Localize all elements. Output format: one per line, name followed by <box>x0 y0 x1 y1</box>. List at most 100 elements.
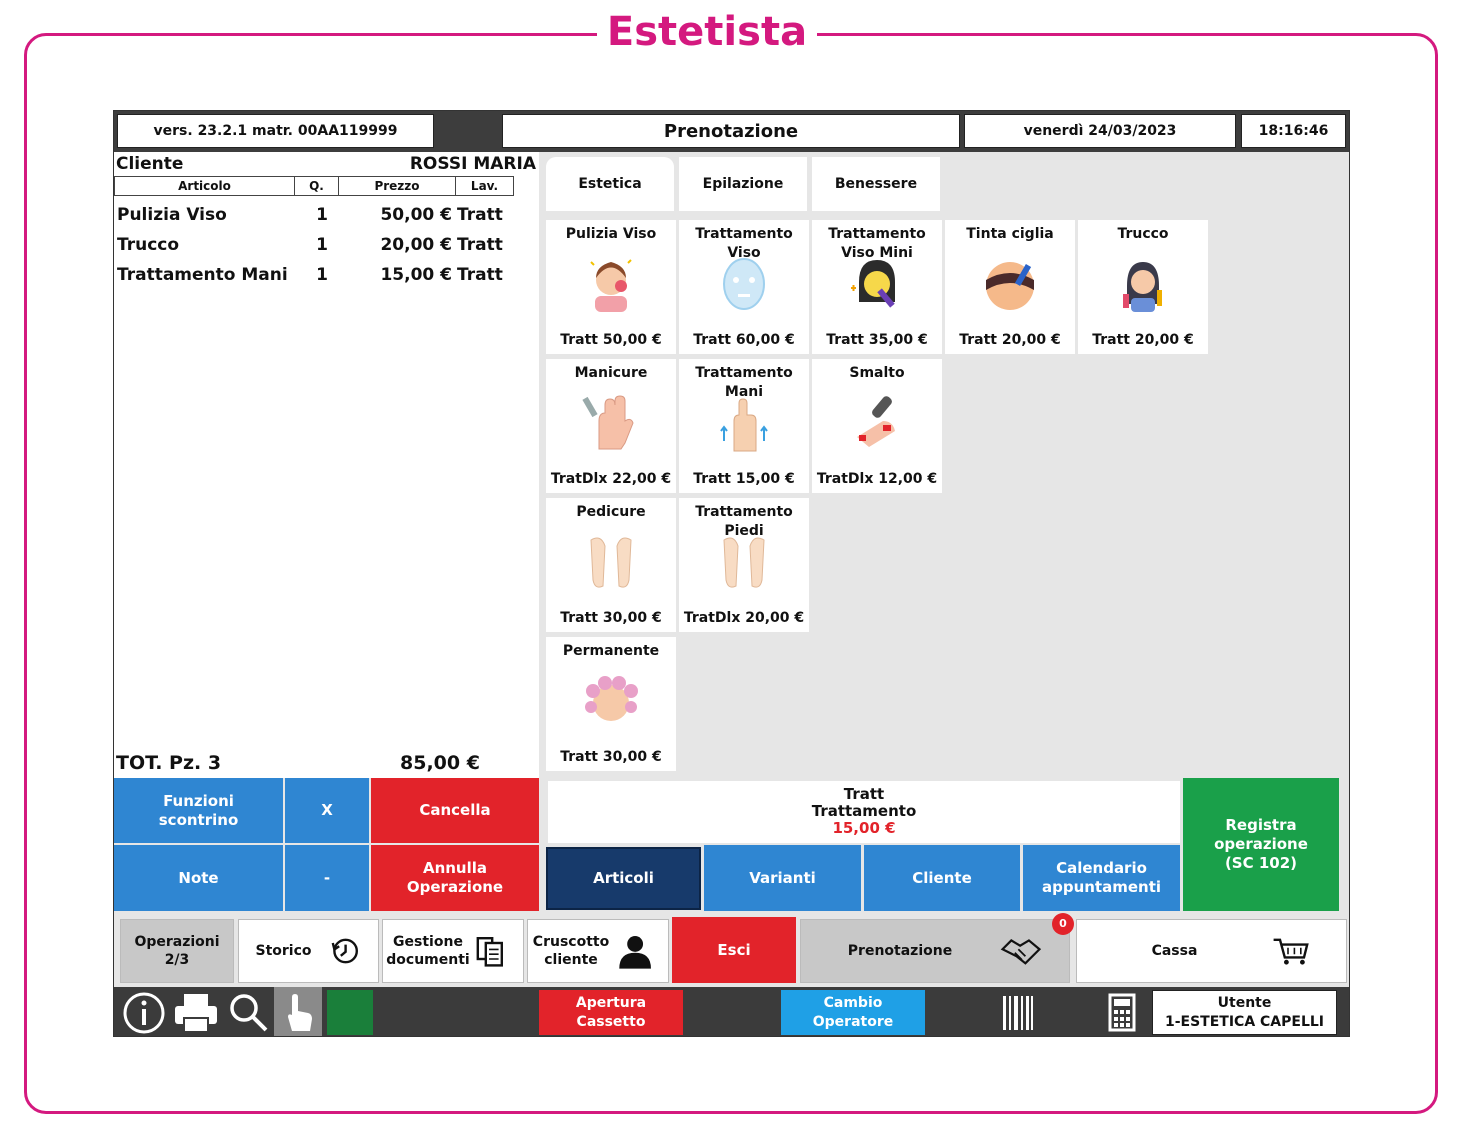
tab-estetica[interactable]: Estetica <box>546 157 674 211</box>
tab-epilazione[interactable]: Epilazione <box>679 157 807 211</box>
total-label: TOT. Pz. 3 <box>116 752 222 774</box>
utente-value: 1-ESTETICA CAPELLI <box>1164 1014 1325 1030</box>
screen-title: Prenotazione <box>502 114 960 148</box>
product-price: Tratt 20,00 € <box>959 332 1061 348</box>
row-articolo: Trucco <box>117 235 180 255</box>
page-title: Estetista <box>597 6 817 58</box>
touch-mode-toggle[interactable] <box>274 987 322 1036</box>
product-price: Tratt 35,00 € <box>826 332 928 348</box>
cruscotto-label: Cruscotto cliente <box>532 934 610 968</box>
product-price: Tratt 30,00 € <box>560 610 662 626</box>
product-tinta-ciglia[interactable]: Tinta ciglia Tratt 20,00 € <box>945 220 1075 354</box>
product-trattamento-mani[interactable]: Trattamento Mani Tratt 15,00 € <box>679 359 809 493</box>
product-name: Smalto <box>849 365 905 381</box>
row-price: 50,00 € <box>380 205 452 225</box>
receipt-row[interactable]: Trucco 1 20,00 € Tratt <box>114 230 514 260</box>
product-name: Trucco <box>1117 226 1169 242</box>
face-mask-icon <box>723 258 765 310</box>
storico-button[interactable]: Storico <box>238 919 379 983</box>
esci-button[interactable]: Esci <box>672 917 796 983</box>
receipt-panel: Cliente ROSSI MARIA Articolo Q. Prezzo L… <box>114 152 539 778</box>
customer-icon <box>619 936 651 969</box>
cruscotto-cliente-button[interactable]: Cruscotto cliente <box>527 919 669 983</box>
product-price: TratDlx 12,00 € <box>816 471 938 487</box>
row-price: 20,00 € <box>380 235 452 255</box>
printer-icon[interactable] <box>172 990 220 1035</box>
hair-perm-icon <box>585 676 638 721</box>
col-prezzo: Prezzo <box>339 177 456 195</box>
product-trattamento-viso-mini[interactable]: Trattamento Viso Mini Tratt 35,00 € <box>812 220 942 354</box>
col-quantita: Q. <box>295 177 339 195</box>
product-price: Tratt 30,00 € <box>560 749 662 765</box>
product-name: Permanente <box>562 643 660 659</box>
eyelash-tint-icon <box>986 262 1034 310</box>
varianti-button[interactable]: Varianti <box>704 845 861 911</box>
row-qty: 1 <box>316 205 328 225</box>
articoli-button[interactable]: Articoli <box>546 847 701 910</box>
top-bar: vers. 23.2.1 matr. 00AA119999 Prenotazio… <box>114 111 1349 152</box>
total-value: 85,00 € <box>400 752 480 774</box>
client-row[interactable]: Cliente ROSSI MARIA <box>116 154 536 176</box>
col-lav: Lav. <box>470 179 499 193</box>
client-label: Cliente <box>116 154 184 174</box>
documents-icon <box>476 937 503 967</box>
row-qty: 1 <box>316 235 328 255</box>
product-name: Pedicure <box>576 504 646 520</box>
product-name: Manicure <box>574 365 648 381</box>
row-lav: Tratt <box>457 205 503 225</box>
product-trucco[interactable]: Trucco Tratt 20,00 € <box>1078 220 1208 354</box>
pos-screen: vers. 23.2.1 matr. 00AA119999 Prenotazio… <box>113 110 1350 1037</box>
gestione-label: Gestione documenti <box>386 934 470 968</box>
product-permanente[interactable]: Permanente Tratt 30,00 € <box>546 637 676 771</box>
calendario-appuntamenti-button[interactable]: Calendario appuntamenti <box>1023 845 1180 911</box>
receipt-header: Articolo Q. Prezzo Lav. <box>114 176 514 196</box>
prenotazione-button[interactable]: Prenotazione <box>800 919 1070 983</box>
cassa-button[interactable]: Cassa <box>1076 919 1347 983</box>
product-pulizia-viso[interactable]: Pulizia Viso Tratt 50,00 € <box>546 220 676 354</box>
pedicure-icon <box>590 537 632 588</box>
feet-treatment-icon <box>723 537 765 588</box>
receipt-rows: Pulizia Viso 1 50,00 € Tratt Trucco 1 20… <box>114 200 514 290</box>
col-articolo: Articolo <box>115 177 295 195</box>
product-name: Tinta ciglia <box>966 226 1054 242</box>
info-item: Trattamento <box>811 802 917 820</box>
product-price: Tratt 60,00 € <box>693 332 795 348</box>
pointer-hand-icon <box>288 994 312 1031</box>
product-manicure[interactable]: Manicure TratDlx 22,00 € <box>546 359 676 493</box>
cliente-button[interactable]: Cliente <box>864 845 1020 911</box>
multiply-button[interactable]: X <box>285 778 369 843</box>
product-name: Trattamento Viso Mini <box>828 226 926 261</box>
product-trattamento-piedi[interactable]: Trattamento Piedi TratDlx 20,00 € <box>679 498 809 632</box>
minus-button[interactable]: - <box>285 845 369 911</box>
product-price: TratDlx 22,00 € <box>550 471 672 487</box>
cambio-operatore-button[interactable]: Cambio Operatore <box>781 990 925 1035</box>
calculator-icon[interactable] <box>1104 990 1140 1035</box>
receipt-row[interactable]: Trattamento Mani 1 15,00 € Tratt <box>114 260 514 290</box>
user-box[interactable]: Utente 1-ESTETICA CAPELLI <box>1152 990 1337 1035</box>
product-trattamento-viso[interactable]: Trattamento Viso Tratt 60,00 € <box>679 220 809 354</box>
receipt-row[interactable]: Pulizia Viso 1 50,00 € Tratt <box>114 200 514 230</box>
operazioni-button[interactable]: Operazioni 2/3 <box>120 919 234 983</box>
barcode-icon[interactable] <box>1000 990 1036 1035</box>
product-pedicure[interactable]: Pedicure Tratt 30,00 € <box>546 498 676 632</box>
time-label: 18:16:46 <box>1241 114 1346 148</box>
search-icon[interactable] <box>226 990 270 1035</box>
funzioni-scontrino-button[interactable]: Funzioni scontrino <box>114 778 283 843</box>
handshake-icon <box>1000 939 1042 965</box>
gestione-documenti-button[interactable]: Gestione documenti <box>382 919 524 983</box>
row-lav: Tratt <box>457 265 503 285</box>
utente-label: Utente <box>1217 995 1272 1011</box>
registra-operazione-button[interactable]: Registra operazione (SC 102) <box>1183 778 1339 911</box>
face-cleansing-icon <box>590 259 632 312</box>
note-button[interactable]: Note <box>114 845 283 911</box>
row-qty: 1 <box>316 265 328 285</box>
apertura-cassetto-button[interactable]: Apertura Cassetto <box>539 990 683 1035</box>
product-name: Trattamento Mani <box>695 365 793 400</box>
cancella-button[interactable]: Cancella <box>371 778 539 843</box>
tab-benessere[interactable]: Benessere <box>812 157 940 211</box>
annulla-operazione-button[interactable]: Annulla Operazione <box>371 845 539 911</box>
product-smalto[interactable]: Smalto TratDlx 12,00 € <box>812 359 942 493</box>
operazioni-label: Operazioni 2/3 <box>134 934 220 968</box>
info-icon[interactable] <box>122 990 166 1035</box>
product-price: Tratt 15,00 € <box>693 471 795 487</box>
